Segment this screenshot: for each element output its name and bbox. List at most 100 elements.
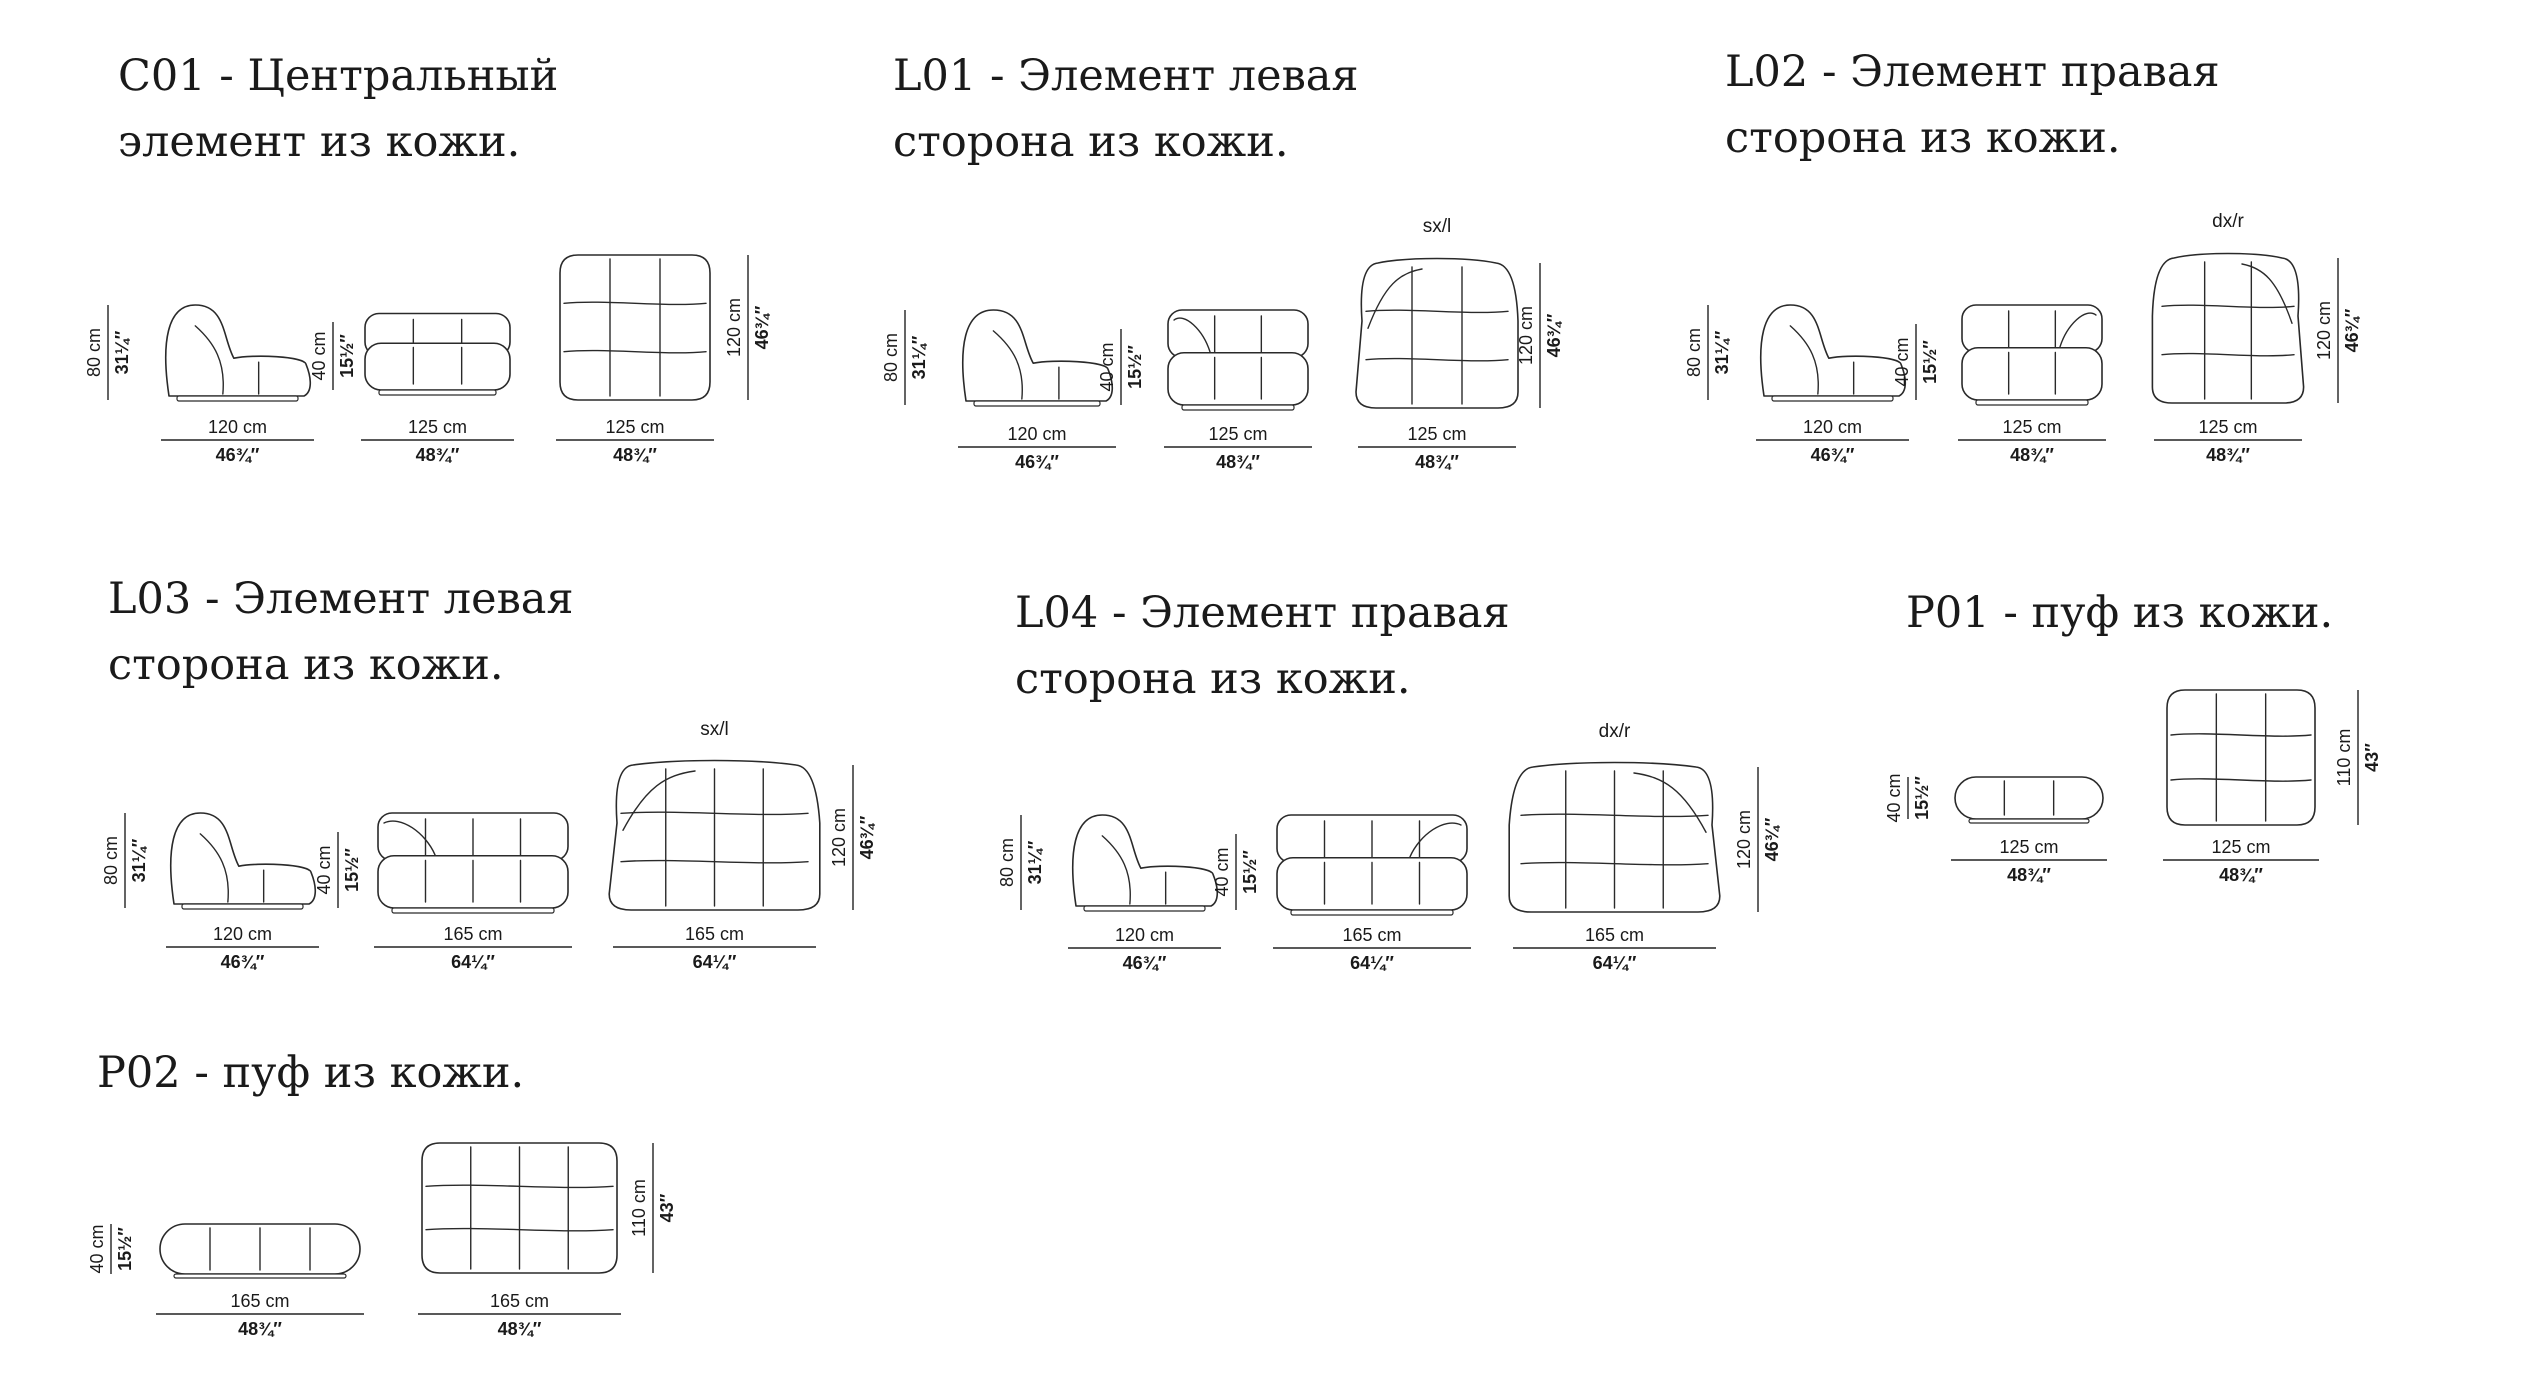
height-cm-label: 80 cm bbox=[881, 333, 901, 382]
side-view-drawing bbox=[164, 304, 312, 402]
side-seam bbox=[1789, 325, 1819, 395]
side-seam bbox=[1101, 835, 1131, 905]
width-inch-label: 48¾″ bbox=[416, 445, 460, 465]
width-inch-label: 46¾″ bbox=[216, 445, 260, 465]
width-cm-label: 165 cm bbox=[443, 924, 502, 944]
top-outline bbox=[2151, 252, 2305, 404]
orientation-tag: dx/r bbox=[1599, 721, 1631, 742]
width-cm-label: 125 cm bbox=[2211, 837, 2270, 857]
base-plinth bbox=[1290, 909, 1454, 916]
height-inch-label: 46¾″ bbox=[857, 815, 877, 859]
width-cm-label: 120 cm bbox=[1115, 925, 1174, 945]
height-inch-label: 43″ bbox=[2362, 743, 2382, 772]
height-inch-label: 31¼″ bbox=[129, 838, 149, 882]
front-seat-cushion bbox=[1167, 351, 1309, 406]
width-inch-label: 48¾″ bbox=[1415, 452, 1459, 472]
top-view-drawing bbox=[421, 1142, 618, 1274]
top-seam bbox=[1520, 813, 1709, 818]
width-cm-label: 120 cm bbox=[213, 924, 272, 944]
height-inch-label: 15½″ bbox=[1240, 850, 1260, 894]
armrest-fold bbox=[622, 770, 696, 831]
height-cm-label: 40 cm bbox=[1884, 773, 1904, 822]
height-inch-label: 15½″ bbox=[1125, 345, 1145, 389]
section-title-line2: сторона из кожи. bbox=[1725, 113, 2121, 163]
top-view-drawing bbox=[1355, 257, 1519, 409]
top-seam bbox=[2170, 733, 2312, 737]
width-inch-label: 46¾″ bbox=[221, 952, 265, 972]
height-inch-label: 15½″ bbox=[115, 1227, 135, 1271]
height-inch-label: 15½″ bbox=[337, 334, 357, 378]
armrest-fold bbox=[2059, 312, 2097, 348]
side-seam bbox=[194, 325, 224, 395]
height-inch-label: 31¼″ bbox=[112, 330, 132, 374]
orientation-tag: sx/l bbox=[1423, 216, 1452, 237]
armrest-fold bbox=[2241, 263, 2293, 324]
side-seam bbox=[199, 833, 229, 903]
top-seam bbox=[2161, 352, 2295, 357]
width-cm-label: 165 cm bbox=[230, 1291, 289, 1311]
width-cm-label: 125 cm bbox=[1208, 424, 1267, 444]
base-plinth bbox=[1083, 905, 1206, 912]
height-inch-label: 31¼″ bbox=[1712, 330, 1732, 374]
width-inch-label: 64¼″ bbox=[1350, 953, 1394, 973]
orientation-tag: dx/r bbox=[2212, 211, 2244, 232]
front-view-drawing bbox=[364, 312, 511, 396]
top-view-drawing bbox=[1508, 761, 1721, 913]
width-inch-label: 48¾″ bbox=[2010, 445, 2054, 465]
section-title-line1: C01 - Центральный bbox=[118, 51, 559, 101]
section-title-p02: P02 - пуф из кожи. bbox=[97, 1040, 524, 1106]
armrest-fold bbox=[383, 820, 436, 856]
section-title-line2: сторона из кожи. bbox=[893, 117, 1289, 167]
section-title-line1: L03 - Элемент левая bbox=[108, 574, 574, 624]
width-inch-label: 48¾″ bbox=[498, 1319, 542, 1339]
base-plinth bbox=[391, 907, 555, 914]
top-seam bbox=[2170, 778, 2312, 782]
top-outline bbox=[2166, 689, 2316, 826]
top-view-drawing bbox=[559, 254, 711, 401]
width-cm-label: 125 cm bbox=[408, 417, 467, 437]
top-view-drawing bbox=[2151, 252, 2305, 404]
pouf-front-drawing bbox=[159, 1223, 361, 1279]
section-title-line1: L04 - Элемент правая bbox=[1015, 588, 1510, 638]
width-inch-label: 64¼″ bbox=[451, 952, 495, 972]
height-inch-label: 31¼″ bbox=[1025, 840, 1045, 884]
front-seat-cushion bbox=[1961, 346, 2103, 401]
height-cm-label: 80 cm bbox=[1684, 328, 1704, 377]
front-back-cushion bbox=[1167, 309, 1309, 359]
side-view-drawing bbox=[1071, 814, 1219, 912]
height-cm-label: 80 cm bbox=[84, 328, 104, 377]
width-cm-label: 125 cm bbox=[1999, 837, 2058, 857]
width-cm-label: 120 cm bbox=[1803, 417, 1862, 437]
width-cm-label: 125 cm bbox=[2198, 417, 2257, 437]
width-inch-label: 48¾″ bbox=[2219, 865, 2263, 885]
section-title-line1: P02 - пуф из кожи. bbox=[97, 1048, 525, 1098]
width-cm-label: 165 cm bbox=[490, 1291, 549, 1311]
top-seam bbox=[620, 859, 809, 864]
section-title-l02: L02 - Элемент правая сторона из кожи. bbox=[1725, 39, 2220, 171]
front-view-drawing bbox=[1276, 814, 1468, 916]
base-plinth bbox=[1181, 404, 1295, 411]
top-seam bbox=[2161, 304, 2295, 309]
armrest-fold bbox=[1633, 772, 1707, 833]
height-cm-label: 80 cm bbox=[997, 838, 1017, 887]
height-inch-label: 31¼″ bbox=[909, 335, 929, 379]
top-seam bbox=[563, 349, 707, 354]
section-title-p01: P01 - пуф из кожи. bbox=[1906, 580, 2333, 646]
width-cm-label: 120 cm bbox=[208, 417, 267, 437]
pouf-front-drawing bbox=[1954, 776, 2104, 824]
width-inch-label: 46¾″ bbox=[1015, 452, 1059, 472]
height-cm-label: 120 cm bbox=[829, 808, 849, 867]
width-cm-label: 165 cm bbox=[685, 924, 744, 944]
side-view-drawing bbox=[1759, 304, 1907, 402]
height-inch-label: 15½″ bbox=[1920, 340, 1940, 384]
top-seam bbox=[1365, 309, 1509, 314]
width-inch-label: 48¾″ bbox=[238, 1319, 282, 1339]
width-cm-label: 165 cm bbox=[1585, 925, 1644, 945]
side-outline bbox=[169, 812, 317, 905]
height-cm-label: 40 cm bbox=[1097, 342, 1117, 391]
base-plinth bbox=[1968, 818, 2090, 824]
